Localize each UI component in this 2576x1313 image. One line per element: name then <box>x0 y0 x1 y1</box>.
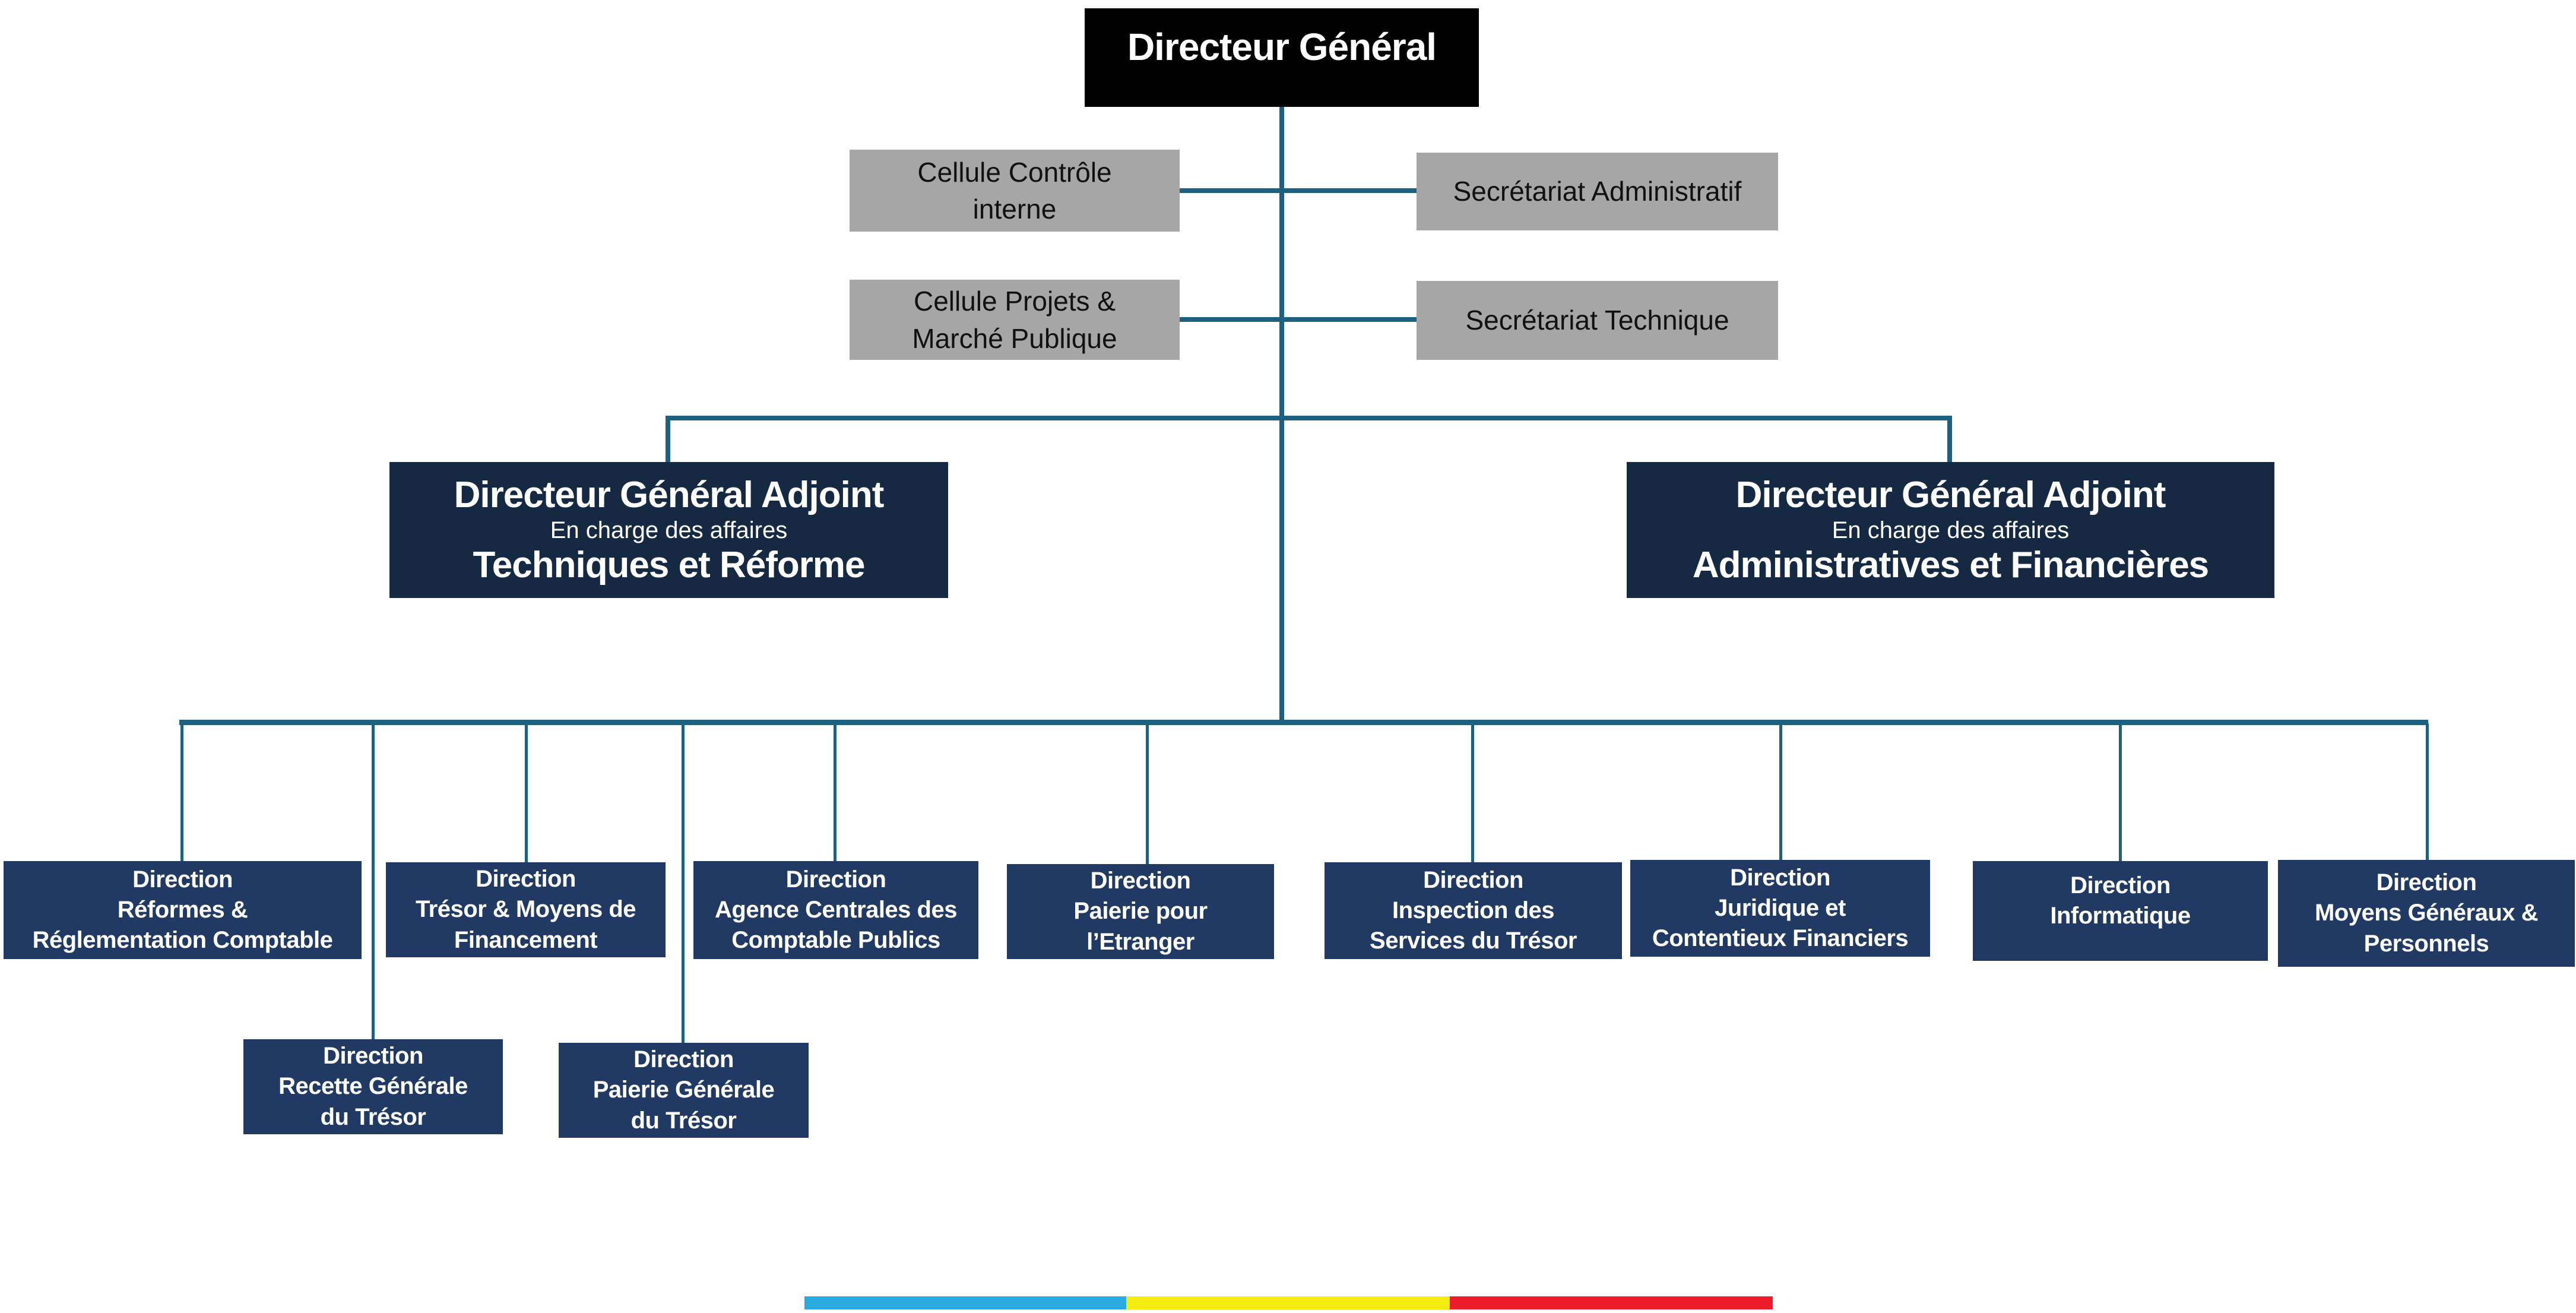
footer-bar-segment-cyan <box>804 1296 1126 1309</box>
node-secretariat-administratif-label: Secrétariat Administratif <box>1453 176 1742 207</box>
node-direction-inspection-services: Direction Inspection des Services du Tré… <box>1325 862 1622 959</box>
node-dga-administratives-scope: Administratives et Financières <box>1692 544 2209 586</box>
node-direction-recette-generale-tresor: Direction Recette Générale du Trésor <box>243 1039 503 1134</box>
node-direction-paierie-generale-tresor: Direction Paierie Générale du Trésor <box>559 1043 809 1138</box>
node-direction-moyens-generaux-personnels-label: Direction Moyens Généraux & Personnels <box>2314 869 2539 957</box>
node-cellule-controle-interne-label: Cellule Contrôle interne <box>917 156 1112 224</box>
node-direction-agence-centrales-comptable-label: Direction Agence Centrales des Comptable… <box>715 866 957 954</box>
node-direction-juridique-contentieux: Direction Juridique et Contentieux Finan… <box>1630 860 1930 957</box>
node-direction-paierie-etranger-label: Direction Paierie pour l’Etranger <box>1073 868 1208 955</box>
node-dga-techniques-scope: Techniques et Réforme <box>473 544 865 586</box>
connector-drop-direction-8 <box>2426 723 2429 860</box>
node-directeur-general-label: Directeur Général <box>1127 26 1437 68</box>
connector-directions-horizontal <box>179 720 2428 725</box>
node-direction-tresor-moyens-financement: Direction Trésor & Moyens de Financement <box>386 862 666 957</box>
connector-deputies-horizontal <box>666 416 1952 420</box>
node-direction-agence-centrales-comptable: Direction Agence Centrales des Comptable… <box>693 861 978 959</box>
footer-bar-segment-red <box>1450 1296 1773 1309</box>
node-cellule-projets-marche-publique: Cellule Projets & Marché Publique <box>850 280 1180 360</box>
connector-staff-row1 <box>1178 188 1418 193</box>
connector-drop-direction-5 <box>1471 723 1474 862</box>
connector-deputy-left-drop <box>666 416 670 462</box>
node-direction-inspection-services-label: Direction Inspection des Services du Tré… <box>1370 866 1577 954</box>
node-dga-administratives: Directeur Général Adjoint En charge des … <box>1627 462 2274 598</box>
node-secretariat-technique: Secrétariat Technique <box>1417 281 1778 360</box>
connector-drop-direction-6 <box>1779 723 1782 860</box>
connector-deputy-right-drop <box>1947 416 1952 462</box>
connector-drop-direction-7 <box>2119 723 2122 861</box>
node-directeur-general: Directeur Général <box>1085 8 1479 107</box>
node-direction-juridique-contentieux-label: Direction Juridique et Contentieux Finan… <box>1652 864 1909 952</box>
connector-staff-row2 <box>1178 317 1418 322</box>
node-direction-paierie-generale-tresor-label: Direction Paierie Générale du Trésor <box>592 1046 775 1134</box>
node-dga-administratives-subtitle: En charge des affaires <box>1832 517 2070 543</box>
connector-drop-direction-1 <box>180 723 183 861</box>
node-cellule-controle-interne: Cellule Contrôle interne <box>850 150 1180 232</box>
connector-drop-subdirection-1 <box>372 723 375 1039</box>
node-direction-recette-generale-tresor-label: Direction Recette Générale du Trésor <box>278 1043 468 1130</box>
node-direction-informatique: Direction Informatique <box>1973 861 2268 961</box>
node-direction-informatique-label: Direction Informatique <box>2050 872 2191 929</box>
node-dga-techniques-title: Directeur Général Adjoint <box>454 474 885 516</box>
node-secretariat-technique-label: Secrétariat Technique <box>1465 305 1729 336</box>
connector-drop-direction-2 <box>525 723 528 862</box>
node-direction-tresor-moyens-financement-label: Direction Trésor & Moyens de Financement <box>415 866 636 953</box>
footer-bar-segment-yellow <box>1126 1296 1450 1309</box>
node-secretariat-administratif: Secrétariat Administratif <box>1417 153 1778 230</box>
node-cellule-projets-marche-publique-label: Cellule Projets & Marché Publique <box>912 286 1117 354</box>
node-dga-techniques: Directeur Général Adjoint En charge des … <box>389 462 948 598</box>
node-dga-techniques-subtitle: En charge des affaires <box>550 517 788 543</box>
node-direction-paierie-etranger: Direction Paierie pour l’Etranger <box>1007 864 1274 959</box>
node-direction-moyens-generaux-personnels: Direction Moyens Généraux & Personnels <box>2278 860 2575 967</box>
connector-root-vertical <box>1279 106 1284 723</box>
node-direction-reformes-reglementation: Direction Réformes & Réglementation Comp… <box>4 861 362 959</box>
connector-drop-direction-3 <box>834 723 837 861</box>
node-dga-administratives-title: Directeur Général Adjoint <box>1735 474 2166 516</box>
connector-drop-subdirection-2 <box>682 723 685 1043</box>
node-direction-reformes-reglementation-label: Direction Réformes & Réglementation Comp… <box>32 866 333 954</box>
connector-drop-direction-4 <box>1146 723 1149 864</box>
